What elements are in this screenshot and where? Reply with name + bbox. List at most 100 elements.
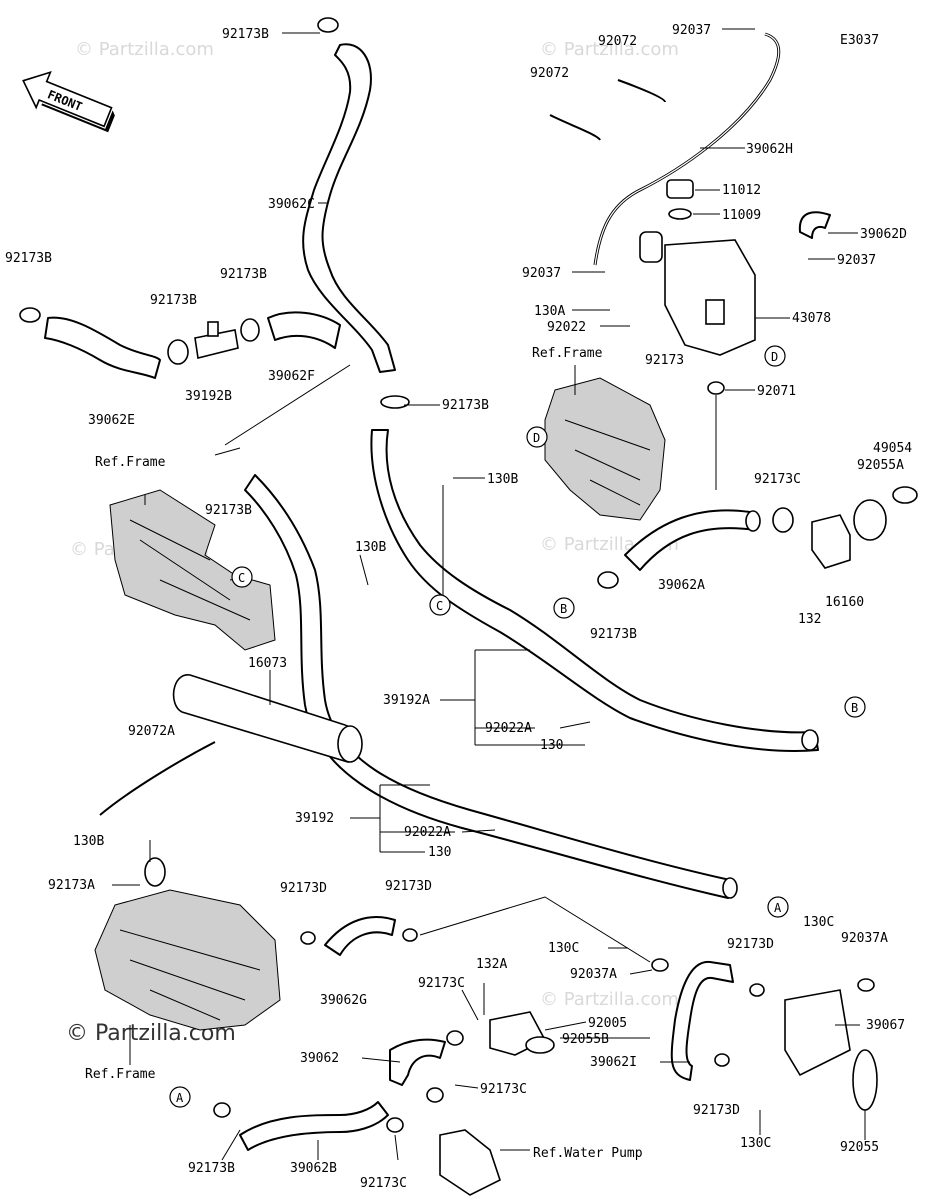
clamp-92037a-b [857,978,875,992]
frame-lower-left [94,889,281,1031]
ring-11009 [668,208,692,220]
part-label: 39062B [290,1161,337,1176]
part-label: 39062G [320,993,367,1008]
part-label: 92022 [547,320,586,335]
part-label: 92173B [188,1161,235,1176]
clamp-92173b-a [19,307,41,323]
part-label: 92173 [645,353,684,368]
gasket-92055b [525,1036,555,1054]
part-label: 130B [355,540,386,555]
part-label: 39062H [746,142,793,157]
part-label: 130B [487,472,518,487]
thermostat-49054 [892,486,918,504]
part-label: 39062E [88,413,135,428]
callout-a-lower: A [169,1086,191,1108]
part-label: 92022A [485,721,532,736]
pipe-39192a-end [801,729,819,751]
part-label: 49054 [873,441,912,456]
part-label: 92005 [588,1016,627,1031]
part-label: 132A [476,957,507,972]
hose-39062e [44,316,161,379]
hose-39062c [302,43,396,373]
hose-39062g [324,916,396,956]
part-label: 39192 [295,811,334,826]
part-label: 16073 [248,656,287,671]
part-label: 130 [540,738,563,753]
front-arrow-icon: FRONT [22,70,115,133]
joint-39192b [194,329,239,359]
clamp-92173b-d [597,571,619,589]
clamp-92173b-c [240,318,260,342]
callout-d-frame: D [526,426,548,448]
part-label: 92055A [857,458,904,473]
callout-a-pipe: A [767,896,789,918]
oil-cooler-39067 [784,989,851,1077]
part-label: 39192B [185,389,232,404]
part-label: 92173B [222,27,269,42]
part-label: 130A [534,304,565,319]
svg-text:C: C [238,571,245,585]
part-label: 92037 [672,23,711,38]
thermostat-housing-16160 [811,514,851,569]
hose-39062d [798,211,831,239]
hose-39062a [624,509,756,571]
part-label: 130C [740,1136,771,1151]
part-labels: 92173B 39062C 92072 92072 92037 39062H 1… [5,23,912,1191]
cover-16073-end [337,725,363,763]
part-label: 92037 [837,253,876,268]
part-label: 92173D [693,1103,740,1118]
part-label: 92173B [220,267,267,282]
part-label: 92173B [150,293,197,308]
clamp-92037a-a [651,958,669,972]
ref-water-pump: Ref.Water Pump [533,1146,643,1161]
hose-39062b [239,1101,389,1151]
part-label: 92173B [590,627,637,642]
reservoir-43078 [664,239,756,356]
callout-b-thermo: B [553,597,575,619]
part-label: 39062I [590,1055,637,1070]
part-label: 92173C [480,1082,527,1097]
callout-c-mid: C [429,594,451,616]
clamp-92173a [144,857,166,887]
callout-c-upper: C [231,566,253,588]
tie-92072-b [549,114,601,141]
part-label: 92037 [522,266,561,281]
ref-frame-2: Ref.Frame [532,346,603,361]
part-label: 92071 [757,384,796,399]
part-label: 92173A [48,878,95,893]
gasket-92055a [853,499,887,541]
clamp-92173b-b [167,339,189,365]
part-label: 92173C [418,976,465,991]
joint-39192b-stub [207,321,219,337]
svg-text:B: B [560,602,567,616]
watermark-1: © Partzilla.com [75,39,214,60]
hose-39062 [389,1038,446,1086]
clamp-92173d-d [714,1053,730,1067]
part-label: 130C [548,941,579,956]
tie-92072a [99,741,216,816]
diagram-code: E3037 [840,33,879,48]
svg-text:C: C [436,599,443,613]
part-label: 130C [803,915,834,930]
part-label: 92173C [754,472,801,487]
part-label: 39062 [300,1051,339,1066]
clamp-92173b-mid [380,395,410,409]
svg-text:A: A [774,901,782,915]
part-label: 39192A [383,693,430,708]
svg-text:D: D [533,431,540,445]
part-label: 92072 [598,34,637,49]
clamp-92173c-a [772,507,794,533]
reservoir-neck [639,231,663,263]
part-label: 16160 [825,595,864,610]
part-label: 92072 [530,66,569,81]
frame-upper-left [109,489,276,651]
watermark-2: © Partzilla.com [540,39,679,60]
gasket-92055 [852,1049,878,1111]
svg-text:D: D [771,350,778,364]
part-label: 92173B [5,251,52,266]
part-label: 43078 [792,311,831,326]
grommet-92071 [707,381,725,395]
svg-text:A: A [176,1091,184,1105]
part-label: 39062D [860,227,907,242]
